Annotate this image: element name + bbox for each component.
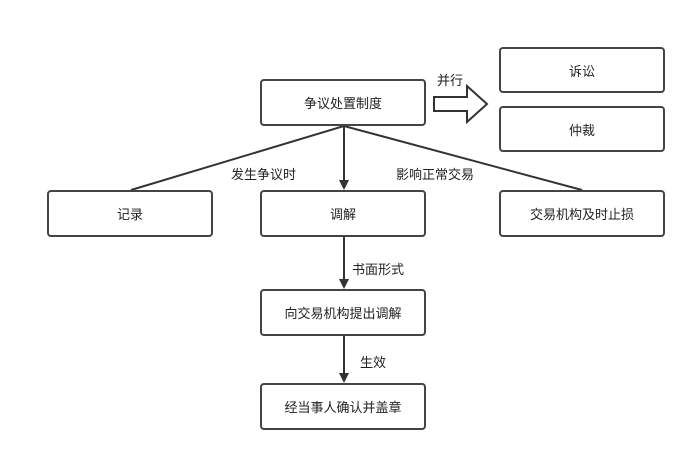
- edge-dispute-suspend: [343, 125, 583, 191]
- node-stop-loss: 交易机构及时止损: [499, 190, 665, 237]
- label-written-form: 书面形式: [352, 263, 405, 278]
- label-effective: 生效: [360, 356, 387, 371]
- label-affect-trade: 影响正常交易: [396, 168, 475, 183]
- label-when-dispute: 发生争议时: [231, 168, 297, 183]
- node-confirm-seal: 经当事人确认并盖章: [260, 383, 426, 430]
- node-apply-mediation: 向交易机构提出调解: [260, 289, 426, 336]
- parallel-block-arrow: [433, 83, 489, 125]
- node-arbitration: 仲裁: [499, 106, 665, 152]
- node-dispute-system: 争议处置制度: [260, 79, 426, 126]
- node-record: 记录: [47, 190, 213, 237]
- node-litigation: 诉讼: [499, 47, 665, 93]
- node-mediation: 调解: [260, 190, 426, 237]
- label-parallel: 并行: [437, 74, 464, 89]
- edge-dispute-record: [130, 125, 345, 191]
